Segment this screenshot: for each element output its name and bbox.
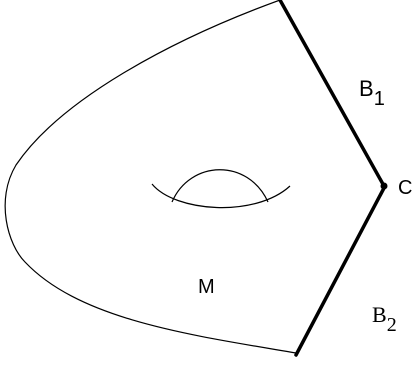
label-manifold: M bbox=[198, 276, 215, 298]
edge-b1 bbox=[278, 0, 386, 188]
handle-lower-curve bbox=[151, 183, 291, 209]
label-b2-main: B bbox=[372, 302, 387, 327]
label-b2-sub: 2 bbox=[387, 314, 397, 336]
curved-boundary bbox=[4, 0, 297, 354]
edge-b2 bbox=[294, 186, 386, 357]
label-b1: B1 bbox=[359, 76, 385, 110]
corner-point bbox=[380, 182, 388, 190]
label-corner: C bbox=[398, 177, 412, 199]
label-b2: B2 bbox=[372, 302, 397, 336]
label-b1-main: B bbox=[359, 76, 374, 101]
handle-upper-arc bbox=[171, 169, 269, 203]
label-b1-sub: 1 bbox=[374, 88, 385, 110]
